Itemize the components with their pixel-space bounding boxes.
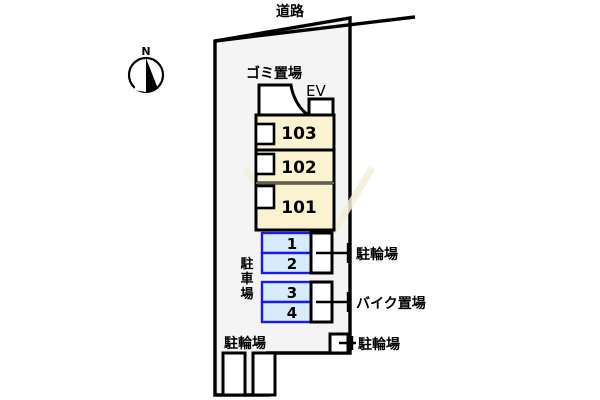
unit-103-entrance <box>254 122 276 146</box>
parking-lot-label-char-3: 場 <box>240 286 253 302</box>
trash-area-label: ゴミ置場 <box>246 65 302 82</box>
unit-101-entrance <box>254 184 276 210</box>
parking-space-2-label: 2 <box>287 255 297 273</box>
bottom-bicycle-parking: 駐輪場 <box>221 335 277 397</box>
parking-space-4-label: 4 <box>287 304 297 322</box>
bicycle-parking-lower-right-label: 駐輪場 <box>358 336 400 353</box>
parking-space-1-label: 1 <box>287 235 297 253</box>
bottom-bicycle-parking-label: 駐輪場 <box>224 335 266 352</box>
north-arrow: N <box>127 45 165 94</box>
unit-103-label: 103 <box>281 124 317 144</box>
unit-102-label: 102 <box>281 158 317 178</box>
bicycle-parking-lower-right: 駐輪場 <box>328 332 400 355</box>
elevator-label: EV <box>306 82 326 100</box>
road-line <box>214 15 416 43</box>
bicycle-parking-upper-label: 駐輪場 <box>356 246 398 263</box>
unit-102-entrance <box>254 152 276 176</box>
compass-needle-west <box>134 58 146 92</box>
bottom-bicycle-rack-2 <box>251 351 277 397</box>
unit-101[interactable]: 101 <box>254 181 336 232</box>
parking-lot-label-char-2: 車 <box>240 271 253 287</box>
unit-102[interactable]: 102 <box>254 148 336 185</box>
unit-101-label: 101 <box>281 198 317 218</box>
unit-103[interactable]: 103 <box>254 113 336 152</box>
parking-lot-label: 駐 車 場 <box>240 256 253 302</box>
motorcycle-parking-label: バイク置場 <box>356 295 426 312</box>
parking-group-upper: 1 2 <box>260 231 320 275</box>
north-label: N <box>141 45 150 58</box>
parking-lot-label-char-1: 駐 <box>240 256 253 272</box>
elevator-shaft <box>307 97 335 117</box>
compass-needle-east <box>146 58 158 92</box>
parking-space-3-label: 3 <box>287 284 297 302</box>
road-label: 道路 <box>276 3 305 20</box>
motorcycle-parking: バイク置場 <box>309 280 426 324</box>
bottom-bicycle-rack-1 <box>221 351 247 397</box>
bicycle-parking-upper: 駐輪場 <box>309 231 398 275</box>
